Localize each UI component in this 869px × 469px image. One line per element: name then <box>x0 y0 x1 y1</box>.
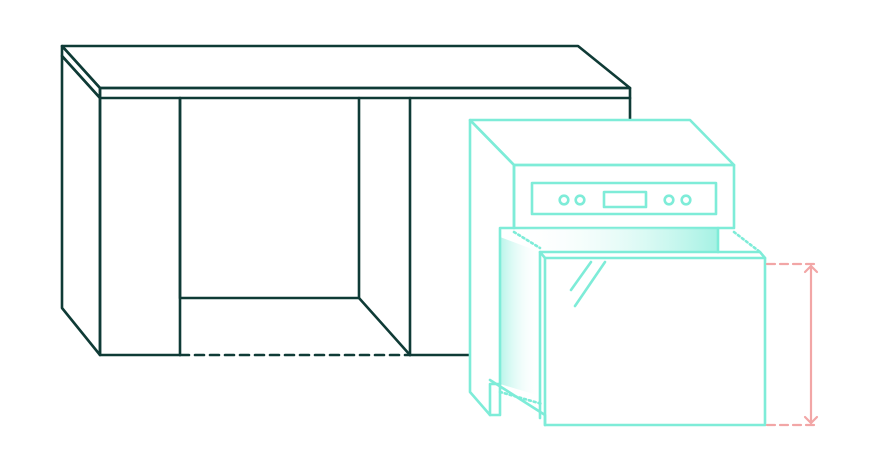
niche-back <box>178 96 361 300</box>
countertop-top <box>60 44 632 90</box>
countertop-front <box>98 86 632 100</box>
display-screen <box>602 190 648 209</box>
door-hinge-2 <box>488 382 502 417</box>
niche-floor-edge <box>357 296 412 357</box>
recess-dotted-3 <box>498 390 544 406</box>
glass-reflection-2 <box>573 260 607 308</box>
built-in-oven-icon <box>468 118 767 427</box>
knob-2 <box>574 194 586 206</box>
knob-3 <box>663 194 675 206</box>
dimension-arrow-top <box>803 264 819 274</box>
door-recess-side <box>500 237 540 396</box>
glass-reflection-1 <box>569 260 593 292</box>
cabinet-side-panel <box>60 54 102 357</box>
dimension-arrow-bottom <box>803 415 819 425</box>
recess-dotted-2 <box>732 230 762 254</box>
cabinet-front-left <box>98 96 182 357</box>
recess-dotted-1 <box>512 230 542 250</box>
knob-4 <box>680 194 692 206</box>
door-hinge <box>488 378 547 427</box>
door-recess-top <box>515 228 718 252</box>
knob-1 <box>558 194 570 206</box>
height-dimension-arrow-icon <box>765 262 820 427</box>
control-panel-inner <box>530 181 718 216</box>
kitchen-cabinet-icon <box>60 44 632 357</box>
